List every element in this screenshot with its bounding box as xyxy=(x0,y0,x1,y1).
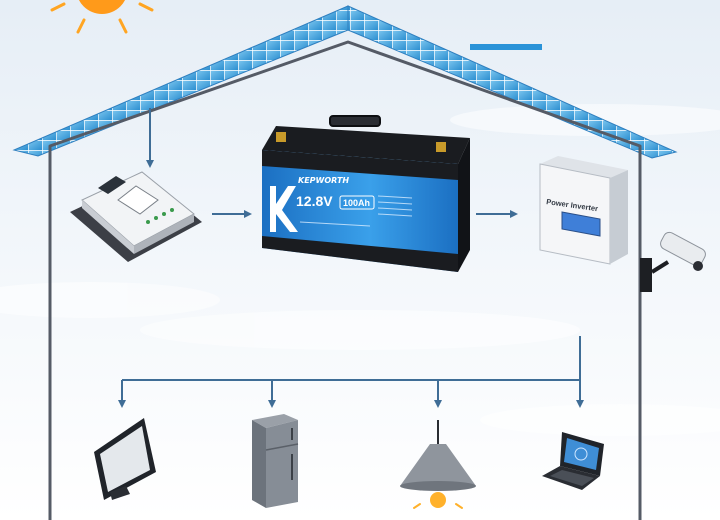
charge-controller-icon xyxy=(70,171,202,262)
battery-capacity: 100Ah xyxy=(343,198,370,208)
battery-handle xyxy=(329,115,381,127)
terminal-positive xyxy=(276,132,286,142)
ceiling-lamp-icon xyxy=(400,420,476,509)
terminal-negative xyxy=(436,142,446,152)
battery-capacity-box xyxy=(339,195,375,210)
flow-arrows xyxy=(118,108,584,408)
battery-brand: KEPWORTH xyxy=(298,176,349,185)
monitor-icon xyxy=(94,418,156,500)
refrigerator-icon xyxy=(252,414,299,508)
cloud-streaks xyxy=(0,104,720,436)
solar-panel-roof xyxy=(12,5,678,159)
battery-icon: KEPWORTH 12.8V 100Ah xyxy=(262,115,470,272)
battery-spec-lines xyxy=(299,195,413,227)
power-inverter-icon: Power Inverter xyxy=(539,156,628,265)
battery-voltage: 12.8V xyxy=(296,193,333,209)
inverter-display xyxy=(561,211,601,237)
brand-k-logo xyxy=(270,186,298,232)
security-camera-icon xyxy=(640,231,706,292)
sun-icon xyxy=(50,0,154,34)
laptop-icon xyxy=(542,432,604,490)
